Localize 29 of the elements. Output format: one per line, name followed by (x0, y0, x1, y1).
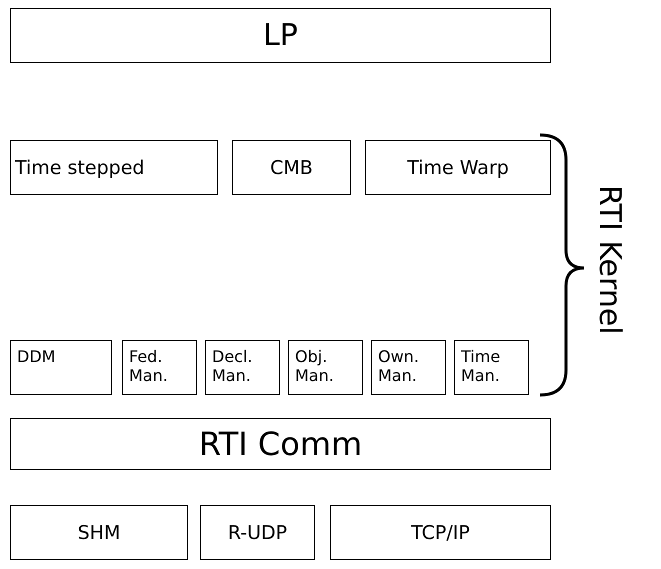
group-label: RTI Kernel (592, 185, 627, 335)
layer-box (232, 140, 351, 195)
box-label: Own. Man. (378, 347, 420, 386)
layer-box (10, 505, 188, 560)
box-label: CMB (270, 156, 313, 178)
layer-box (205, 340, 280, 395)
layer-box (10, 8, 551, 63)
box-label: Fed. Man. (129, 347, 169, 386)
box-label: DDM (17, 347, 56, 366)
box-label: SHM (78, 522, 120, 544)
box-label: Time Warp (407, 156, 509, 178)
layer-box (200, 505, 315, 560)
layer-box (330, 505, 551, 560)
box-label: Obj. Man. (295, 347, 335, 386)
box-label: Time stepped (15, 156, 144, 178)
box-label: R-UDP (228, 522, 288, 544)
layer-box (10, 418, 551, 470)
box-label: Time Man. (461, 347, 502, 386)
box-label: TCP/IP (411, 522, 470, 544)
layer-box (10, 140, 218, 195)
layer-box (10, 340, 112, 395)
layer-box (454, 340, 529, 395)
box-label: Decl. Man. (212, 347, 254, 386)
layer-box (371, 340, 446, 395)
layer-box (365, 140, 551, 195)
layer-box (122, 340, 197, 395)
layer-box (288, 340, 363, 395)
box-label: RTI Comm (198, 425, 362, 463)
box-label: LP (263, 18, 298, 53)
